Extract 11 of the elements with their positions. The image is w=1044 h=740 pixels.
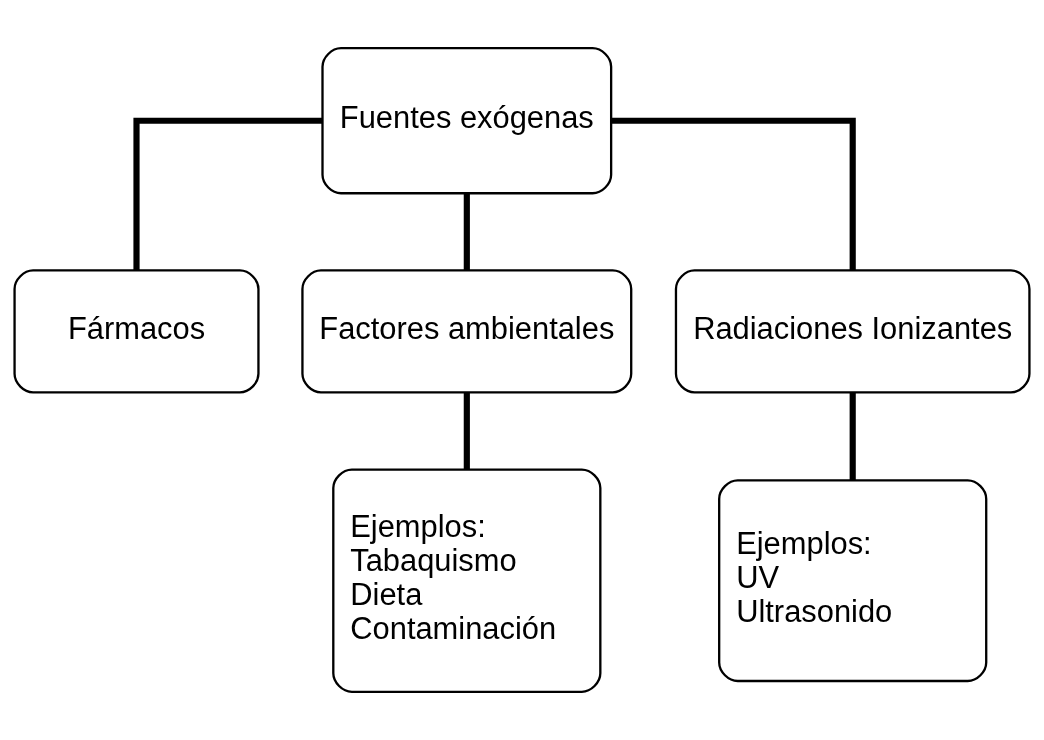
connector	[611, 117, 856, 270]
connector	[463, 392, 470, 470]
node-box: Radiaciones Ionizantes	[674, 269, 1031, 394]
node-box: Fuentes exógenas	[321, 47, 613, 195]
node-box: Ejemplos: UV Ultrasonido	[718, 479, 988, 683]
node-box: Factores ambientales	[301, 269, 633, 394]
connector	[463, 193, 470, 271]
connector	[849, 392, 856, 481]
connector	[133, 117, 323, 270]
node-box: Fármacos	[13, 269, 260, 394]
node-box: Ejemplos: Tabaquismo Dieta Contaminación	[332, 468, 602, 693]
